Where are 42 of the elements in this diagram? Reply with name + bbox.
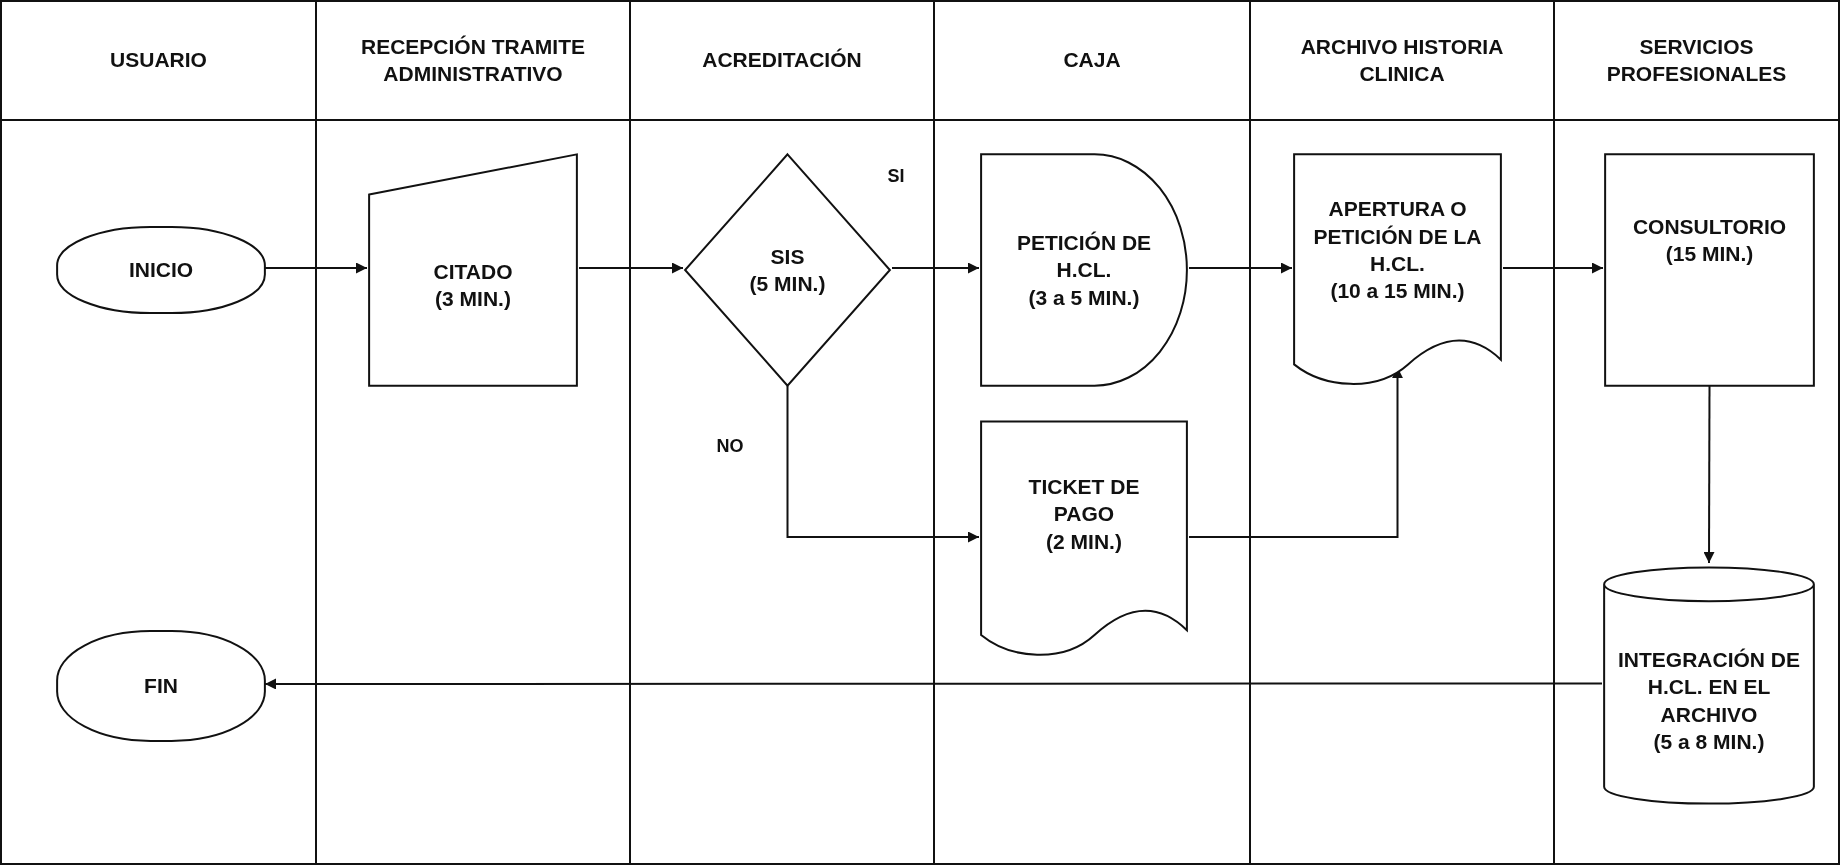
- document-shape: [979, 419, 1189, 659]
- delay-shape: [979, 152, 1189, 388]
- node-text: CITADO: [433, 258, 513, 285]
- lane-header: ACREDITACIÓN: [631, 2, 933, 121]
- swimlane: [1555, 0, 1840, 865]
- swimlane: [1251, 0, 1555, 865]
- lane-header: USUARIO: [2, 2, 315, 121]
- lane-header: SERVICIOS PROFESIONALES: [1555, 2, 1838, 121]
- node-text: CONSULTORIO: [1632, 213, 1787, 240]
- swimlane: [631, 0, 935, 865]
- node-text: FIN: [144, 673, 178, 700]
- arrow: [578, 262, 684, 274]
- node-text: (5 a 8 MIN.): [1653, 728, 1765, 755]
- arrow: [1703, 385, 1715, 564]
- swimlane: [317, 0, 631, 865]
- node-text: SIS: [770, 243, 805, 270]
- manual-input-shape: [367, 152, 579, 388]
- process-box: [1603, 152, 1816, 388]
- arrow: [1188, 262, 1293, 274]
- document-shape: [1292, 152, 1503, 388]
- node-text: PETICIÓN DE H.CL.: [1015, 230, 1153, 284]
- arrow: [786, 385, 980, 543]
- node-text: (3 a 5 MIN.): [1028, 284, 1140, 311]
- database-cylinder: [1602, 565, 1816, 806]
- node-text: (3 MIN.): [435, 286, 511, 312]
- lane-header: RECEPCIÓN TRAMITE ADMINISTRATIVO: [317, 2, 629, 121]
- node-text: TICKET DE PAGO: [1027, 474, 1141, 528]
- node-text: (10 a 15 MIN.): [1330, 278, 1465, 305]
- arrow: [264, 678, 1603, 690]
- arrow: [1502, 262, 1604, 274]
- arrow: [891, 262, 980, 274]
- node-text: (2 MIN.): [1046, 528, 1122, 555]
- arrow: [264, 262, 368, 274]
- node-text: APERTURA O PETICIÓN DE LA H.CL.: [1312, 196, 1483, 277]
- node-text: (5 MIN.): [749, 271, 826, 297]
- node-text: (15 MIN.): [1665, 241, 1754, 267]
- lane-header: CAJA: [935, 2, 1249, 121]
- node-text: INICIO: [128, 257, 194, 284]
- node-text: INTEGRACIÓN DE H.CL. EN EL ARCHIVO: [1617, 646, 1801, 728]
- swimlane: [935, 0, 1251, 865]
- lane-header: ARCHIVO HISTORIA CLINICA: [1251, 2, 1553, 121]
- swimlane: [0, 0, 317, 865]
